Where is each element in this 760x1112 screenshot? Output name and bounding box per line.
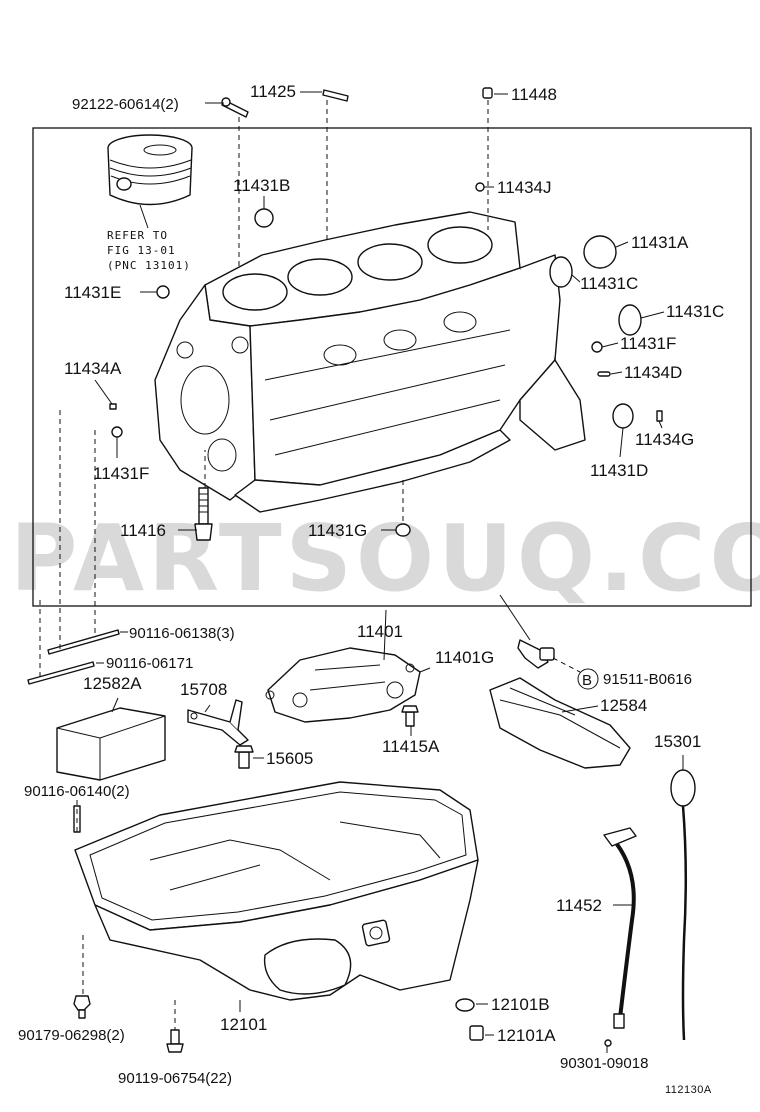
dipstick-guide-11452	[603, 827, 637, 1047]
callout-91511-B0616[interactable]: B 91511-B0616	[577, 668, 692, 690]
cylinder-block-illustration	[154, 211, 586, 513]
leader-lines	[39, 91, 684, 1053]
stud-90116-06138	[47, 629, 120, 655]
callout-11416[interactable]: 11416	[120, 521, 166, 540]
callout-11434A[interactable]: 11434A	[64, 359, 122, 378]
nut-90179	[73, 995, 91, 1019]
svg-text:(PNC 13101): (PNC 13101)	[107, 259, 191, 272]
callout-11425[interactable]: 11425	[250, 82, 296, 101]
watermark: PARTSOUQ.COM	[10, 505, 760, 612]
crankcase-stiffener-11401	[265, 647, 421, 723]
callout-12101[interactable]: 12101	[220, 1015, 267, 1034]
piston-illustration	[107, 134, 193, 229]
plug-11431B	[254, 208, 274, 228]
gasket-12101B	[455, 998, 475, 1012]
bracket-15708	[187, 699, 249, 746]
callout-11431F-1[interactable]: 11431F	[620, 334, 676, 353]
bolt-15605	[234, 745, 254, 769]
callout-15605[interactable]: 15605	[266, 749, 313, 768]
callout-11401[interactable]: 11401	[357, 622, 403, 641]
callout-15708[interactable]: 15708	[180, 680, 227, 699]
callout-12582A[interactable]: 12582A	[83, 674, 142, 693]
callout-11401G[interactable]: 11401G	[435, 648, 494, 667]
pin-11434G	[656, 410, 663, 422]
refer-note: REFER TO FIG 13-01 (PNC 13101)	[107, 229, 191, 272]
plug-11431F-left	[111, 426, 123, 438]
dipstick-15301	[670, 769, 696, 1041]
callout-90301-09018[interactable]: 90301-09018	[560, 1055, 648, 1072]
callout-11431C-1[interactable]: 11431C	[580, 274, 638, 293]
callout-11415A[interactable]: 11415A	[382, 737, 440, 756]
oil-strainer-12584	[489, 677, 631, 769]
stud-11416	[194, 487, 213, 541]
callout-90116-06138[interactable]: 90116-06138(3)	[129, 625, 235, 642]
sensor-11401G	[517, 639, 555, 669]
svg-text:FIG 13-01: FIG 13-01	[107, 244, 176, 257]
plug-11431F-right	[591, 341, 603, 353]
baffle-12582A	[56, 707, 166, 781]
plug-11448	[482, 87, 493, 99]
figure-code: 112130A	[665, 1084, 712, 1096]
plug-11431C-upper	[549, 256, 573, 288]
callout-11431E[interactable]: 11431E	[64, 283, 121, 302]
callout-92122-60614[interactable]: 92122-60614(2)	[72, 96, 179, 113]
callout-11431B[interactable]: 11431B	[233, 176, 290, 195]
bolt-90119	[166, 1029, 184, 1053]
svg-text:REFER TO: REFER TO	[107, 229, 168, 242]
callout-90179-06298[interactable]: 90179-06298(2)	[18, 1027, 125, 1044]
stud-90116-06171	[27, 661, 95, 685]
bolt-92122	[221, 97, 249, 118]
plug-11431E	[156, 285, 170, 299]
pin-11434A	[109, 403, 117, 410]
callout-12584[interactable]: 12584	[600, 696, 647, 715]
callout-15301[interactable]: 15301	[654, 732, 701, 751]
plug-11431C-lower	[618, 304, 642, 336]
callout-12101A[interactable]: 12101A	[497, 1026, 556, 1045]
callout-11452[interactable]: 11452	[556, 896, 602, 915]
callout-91511-marker: B	[582, 672, 592, 689]
callout-11434G[interactable]: 11434G	[635, 430, 694, 449]
callout-11431G[interactable]: 11431G	[308, 521, 367, 540]
drain-plug-12101A	[469, 1025, 484, 1041]
callout-11434J[interactable]: 11434J	[497, 178, 552, 197]
callout-11431A[interactable]: 11431A	[631, 233, 689, 252]
callout-11434D[interactable]: 11434D	[624, 363, 682, 382]
callout-11431C-2[interactable]: 11431C	[666, 302, 724, 321]
callout-90116-06171[interactable]: 90116-06171	[106, 655, 193, 672]
bolt-11415A	[401, 705, 419, 727]
seal-11431D	[612, 403, 634, 429]
pin-11434D	[597, 371, 611, 377]
pin-11434J	[475, 182, 485, 192]
block-group-frame	[32, 127, 752, 607]
plug-11431G	[395, 523, 411, 537]
callout-11431D[interactable]: 11431D	[590, 461, 648, 480]
plug-11431A	[583, 235, 617, 269]
oil-pan-12101	[74, 781, 479, 1001]
svg-text:91511-B0616: 91511-B0616	[603, 671, 692, 688]
callout-12101B[interactable]: 12101B	[491, 995, 550, 1014]
callout-11431F-2[interactable]: 11431F	[93, 464, 149, 483]
callout-11448[interactable]: 11448	[511, 85, 557, 104]
pin-11425	[322, 89, 349, 102]
callout-90116-06140[interactable]: 90116-06140(2)	[24, 783, 130, 800]
callout-90119-06754[interactable]: 90119-06754(22)	[118, 1070, 232, 1087]
callout-labels: 92122-60614(2) 11425 11448 11431B 11434J…	[18, 82, 724, 1096]
